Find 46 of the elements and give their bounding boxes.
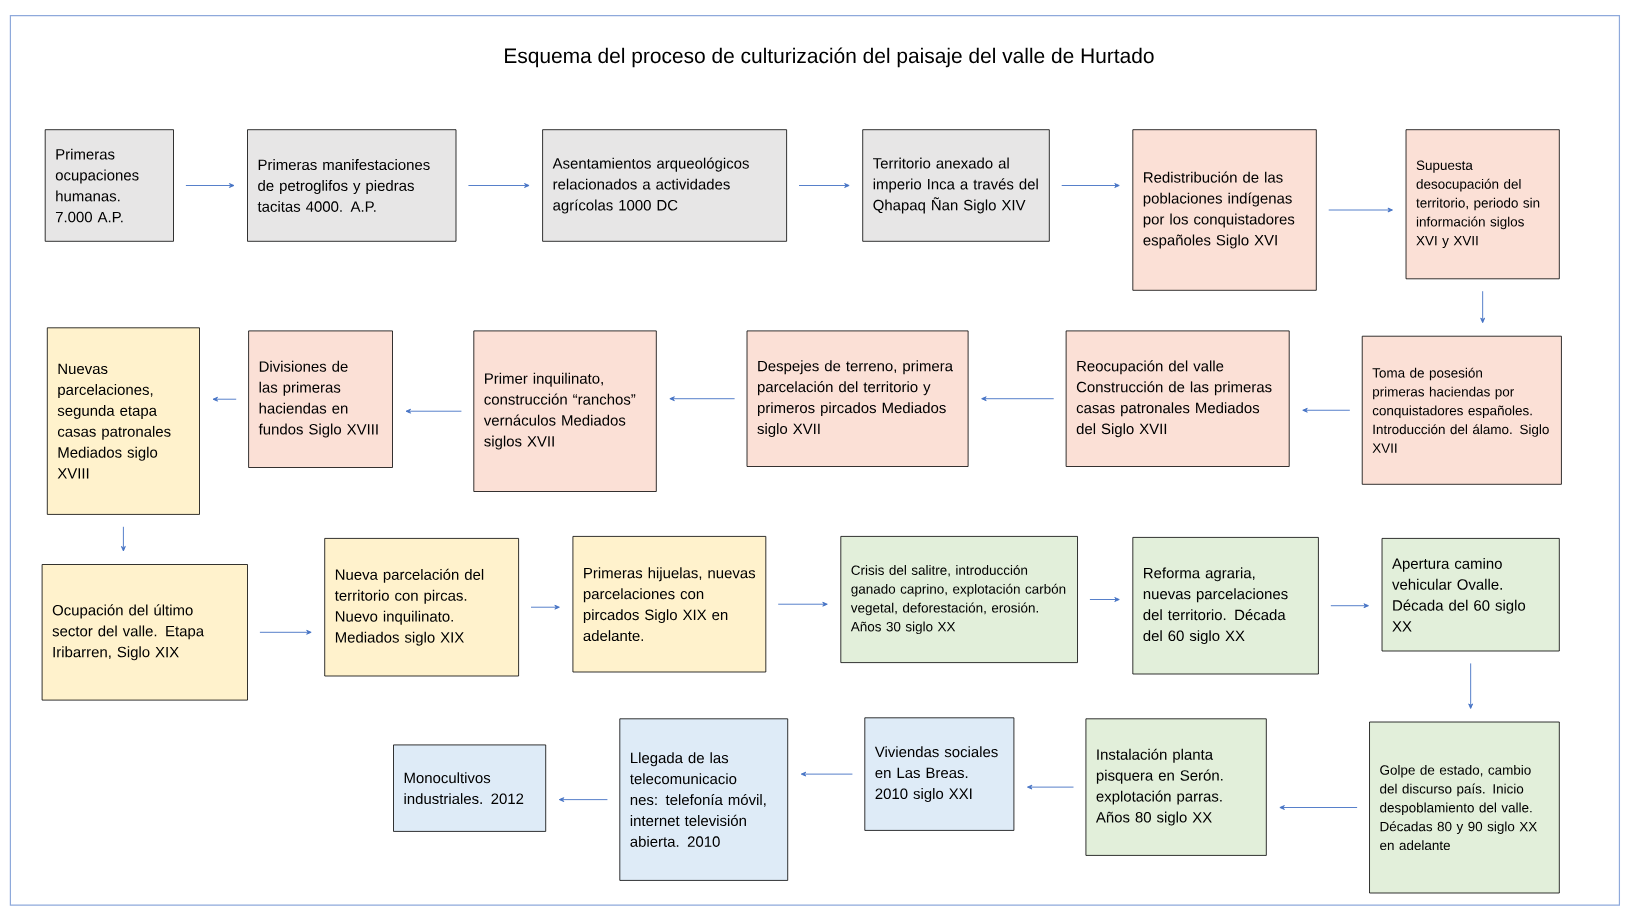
arrow xyxy=(1468,662,1474,709)
arrow xyxy=(669,396,736,402)
process-box: Nueva parcelación del territorio con pircas. Nuevo inquilinato. Mediados siglo XIX xyxy=(324,538,519,677)
arrow xyxy=(212,396,237,402)
process-box: Ocupación del último sector del valle. Etapa Iribarren, Siglo XIX xyxy=(41,564,248,701)
process-box: Llegada de las telecomunicacio nes: telefonía móvil, internet televisión abierta. 2010 xyxy=(619,718,789,881)
process-box: Divisiones de las primeras haciendas en fundos Siglo XVIII xyxy=(248,330,393,468)
process-box: Territorio anexado al imperio Inca a través del Qhapaq Ñan Siglo XIV xyxy=(862,129,1050,242)
arrow xyxy=(1061,183,1120,188)
arrow xyxy=(1328,207,1393,213)
process-box: Monocultivos industriales. 2012 xyxy=(393,744,547,832)
process-box: Crisis del salitre, introducción ganado caprino, explotación carbón vegetal, deforestación, erosión. Años 30 siglo XX xyxy=(840,536,1078,663)
process-box: Primeras ocupaciones humanas. 7.000 A.P. xyxy=(44,129,174,242)
process-box: Redistribución de las poblaciones indígenas por los conquistadores españoles Siglo XVI xyxy=(1132,129,1317,291)
process-box: Nuevas parcelaciones, segunda etapa casas patronales Mediados siglo XVIII xyxy=(46,327,200,515)
process-box: Toma de posesión primeras haciendas por conquistadores españoles. Introducción del álamo. Siglo XVII xyxy=(1361,335,1562,485)
title: Esquema del proceso de culturización del paisaje del valle de Hurtado xyxy=(505,47,1154,68)
process-box: Apertura camino vehicular Ovalle. Década del 60 siglo XX xyxy=(1381,538,1560,652)
process-box: Primeras hijuelas, nuevas parcelaciones con pircados Siglo XIX en adelante. xyxy=(572,536,767,673)
process-box: Reocupación del valle Construcción de las primeras casas patronales Mediados del Siglo XVII xyxy=(1065,330,1290,467)
arrow xyxy=(558,797,608,802)
arrow xyxy=(1089,597,1120,602)
arrow xyxy=(405,408,462,414)
process-box: Primeras manifestaciones de petroglifos y piedras tacitas 4000. A.P. xyxy=(247,129,457,242)
arrow xyxy=(777,601,828,607)
process-box: Primer inquilinato, construcción “ranchos” vernáculos Mediados siglos XVII xyxy=(473,330,657,492)
arrow xyxy=(981,396,1055,402)
arrow xyxy=(798,183,850,188)
arrow xyxy=(530,604,560,610)
arrow xyxy=(259,629,312,635)
process-box: Asentamientos arqueológicos relacionados a actividades agrícolas 1000 DC xyxy=(542,129,787,242)
process-box: Golpe de estado, cambio del discurso país. Inicio despoblamiento del valle. Décadas 80 y 90 siglo XX en adelante xyxy=(1369,721,1560,894)
process-box: Instalación planta pisquera en Serón. explotación parras. Años 80 siglo XX xyxy=(1085,718,1267,856)
arrow xyxy=(467,183,530,188)
process-box: Supuesta desocupación del territorio, periodo sin información siglos XVI y XVII xyxy=(1405,129,1560,280)
arrow xyxy=(1279,805,1358,810)
arrow xyxy=(1330,603,1369,609)
arrow xyxy=(1302,407,1351,413)
arrow xyxy=(800,771,853,777)
process-box: Viviendas sociales en Las Breas. 2010 siglo XXI xyxy=(864,717,1015,831)
process-box: Despejes de terreno, primera parcelación del territorio y primeros pircados Mediados siglo XVII xyxy=(746,330,969,467)
arrow xyxy=(121,526,126,552)
process-box: Reforma agraria, nuevas parcelaciones del territorio. Década del 60 siglo XX xyxy=(1132,537,1319,675)
arrow xyxy=(1027,784,1074,790)
arrow xyxy=(185,183,235,188)
arrow xyxy=(1480,290,1486,324)
